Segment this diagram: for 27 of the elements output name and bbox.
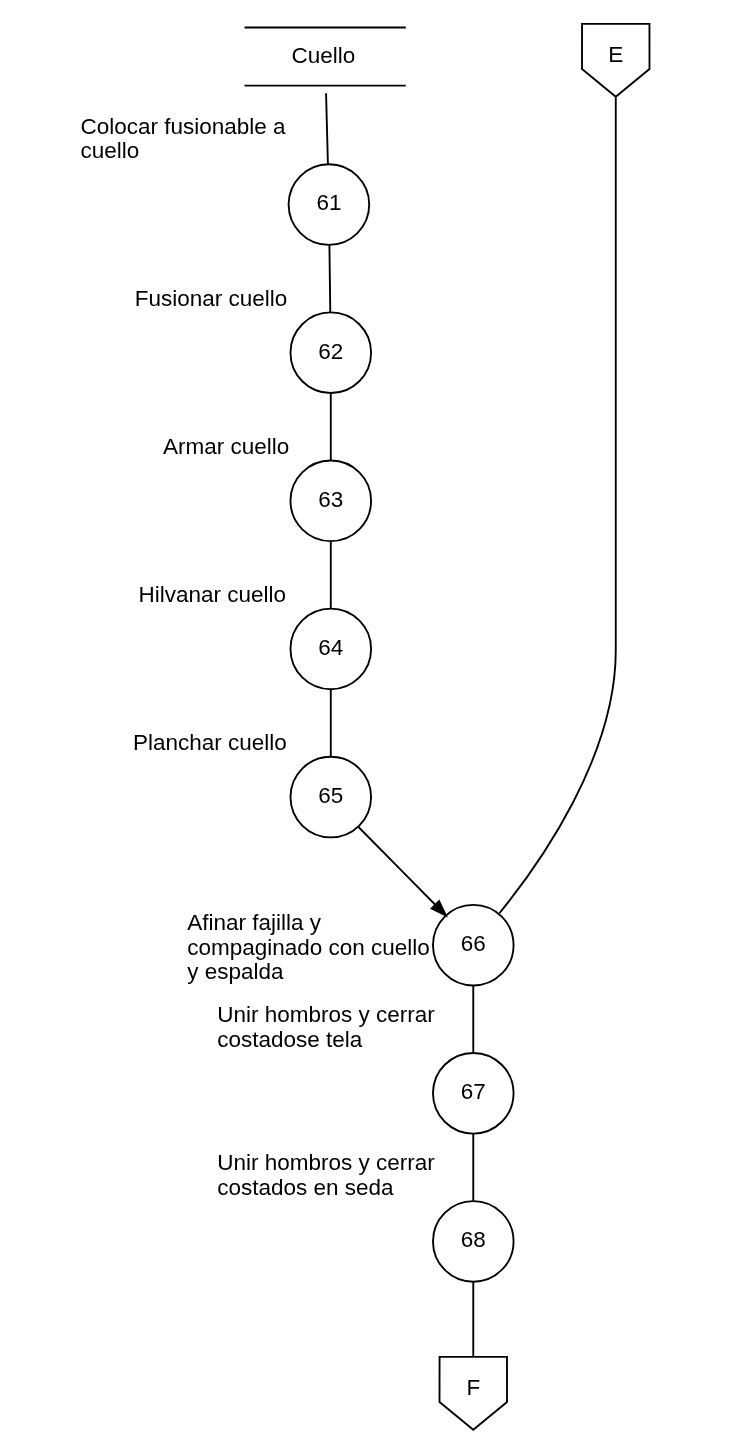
connector [472, 1281, 475, 1358]
connector [472, 1132, 475, 1202]
node-circle: 65 [289, 755, 373, 839]
node-circle: 61 [287, 163, 371, 246]
node-circle: 63 [289, 459, 373, 543]
node-circle: 67 [432, 1052, 515, 1135]
connector [329, 540, 332, 610]
node-label: Unir hombros y cerrar costadose tela [217, 1002, 435, 1052]
node-circle: 64 [289, 607, 373, 691]
node-label: Colocar fusionable a cuello [80, 113, 286, 163]
node-label: Planchar cuello [132, 730, 287, 756]
connector [328, 244, 332, 313]
connector [472, 984, 475, 1054]
node-label: Fusionar cuello [134, 286, 288, 312]
arrow [357, 825, 448, 918]
node-circle: 68 [432, 1200, 515, 1283]
node-circle: 66 [432, 903, 515, 987]
node-label: Armar cuello [162, 434, 290, 460]
connector [329, 688, 332, 758]
node-label: Hilvanar cuello [138, 582, 287, 608]
node-circle: 62 [289, 311, 373, 394]
connector [498, 96, 617, 915]
node-label: Unir hombros y cerrar costados en seda [217, 1150, 435, 1200]
node-label: Afinar fajilla y compaginado con cuello y espalda [187, 910, 430, 985]
node-text: Cuello [291, 43, 356, 69]
connector [329, 392, 332, 462]
connector [325, 92, 329, 165]
